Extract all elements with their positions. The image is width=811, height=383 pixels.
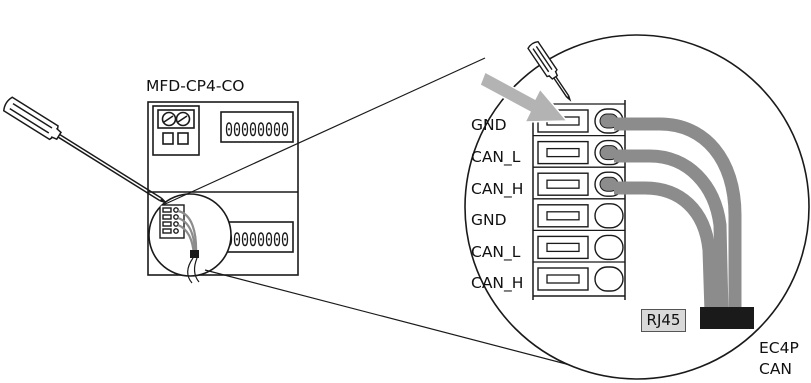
cable-label-line2: CAN: [759, 360, 793, 378]
terminal-label: GND: [471, 211, 507, 229]
terminal-label: CAN_H: [471, 274, 524, 292]
cable-label-line1: EC4P: [759, 339, 799, 357]
screwdriver-icon-right: [527, 40, 572, 102]
small-cable-plug: [190, 250, 199, 258]
terminal-label: CAN_H: [471, 180, 524, 198]
terminal-block: [532, 100, 626, 300]
wire-clamp: [594, 203, 624, 229]
bottom-terminal-digits: 00000000: [225, 229, 289, 251]
screwdriver-icon-left: [2, 96, 167, 204]
cable-bundle: [614, 117, 742, 313]
terminal-label: GND: [471, 116, 507, 134]
wire-clamp: [594, 234, 624, 261]
terminal-screw-slot: [546, 179, 580, 189]
leader-line-top: [162, 57, 486, 206]
terminal-screw-slot: [546, 211, 580, 221]
module-terminal-digits: 00000000 00000000: [225, 119, 289, 251]
terminal-screw-slot: [546, 147, 580, 158]
rj45-label: RJ45: [641, 309, 686, 332]
leader-line-bottom: [204, 269, 621, 379]
terminal-rows: [533, 103, 625, 292]
small-magnifier-circle: [148, 193, 232, 284]
top-terminal-digits: 00000000: [225, 119, 289, 141]
terminal-row: [533, 229, 625, 261]
cable-plug: [700, 307, 754, 329]
terminal-label: CAN_L: [471, 243, 521, 261]
big-magnifier-circle: [464, 34, 810, 380]
wire-clamp: [594, 266, 624, 292]
terminal-row: [533, 198, 625, 229]
terminal-screw-slot: [546, 274, 580, 284]
terminal-screw-slot: [546, 242, 580, 253]
terminal-label: CAN_L: [471, 148, 521, 166]
arrow-icon: [479, 70, 569, 123]
module-label: MFD-CP4-CO: [146, 77, 245, 95]
terminal-row: [533, 261, 625, 292]
